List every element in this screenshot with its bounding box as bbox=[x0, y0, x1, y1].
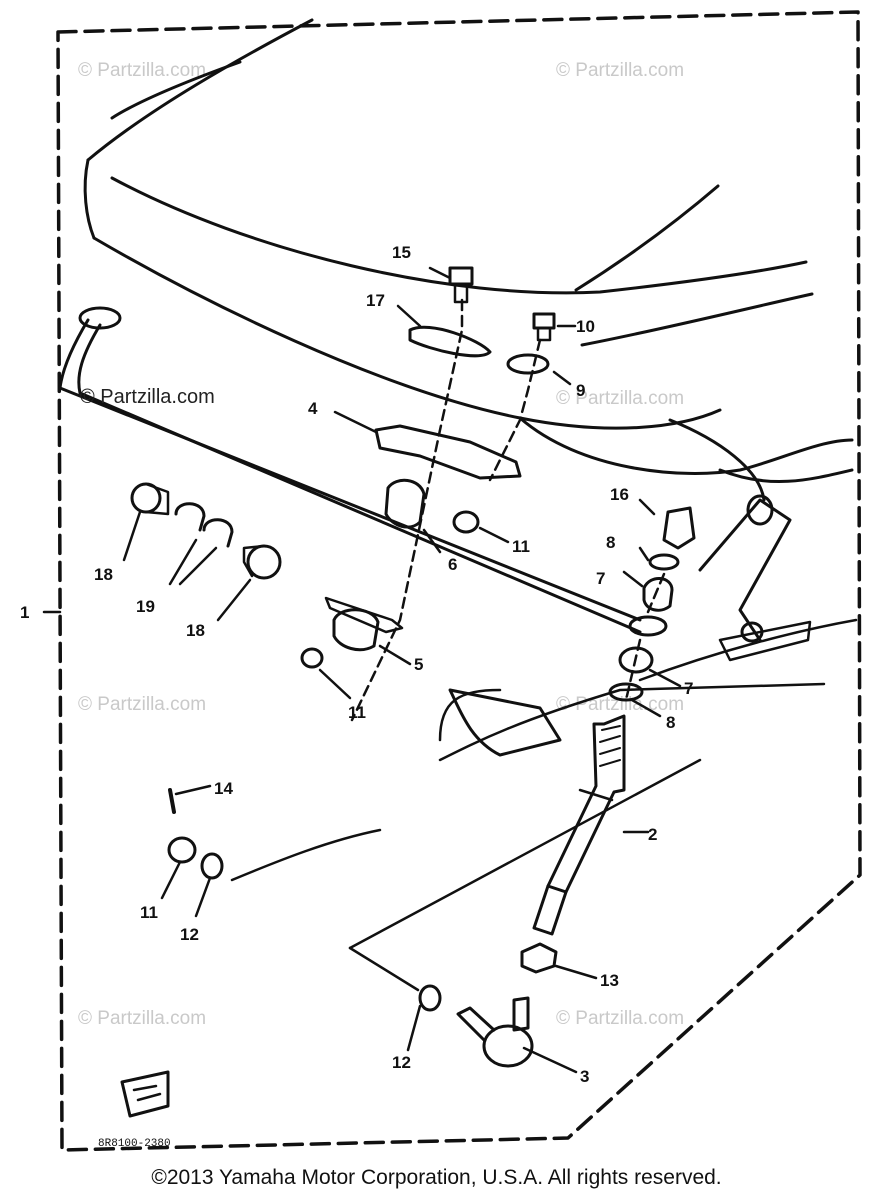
callout-18: 18 bbox=[94, 565, 113, 584]
ski-outline bbox=[438, 682, 826, 762]
watermark: © Partzilla.com bbox=[78, 694, 207, 715]
hood-outline bbox=[83, 158, 96, 240]
bar-eye bbox=[78, 306, 122, 330]
hood-outline bbox=[92, 236, 722, 430]
callout-19: 19 bbox=[136, 597, 155, 616]
bar-eye bbox=[628, 615, 668, 637]
callout-6: 6 bbox=[448, 555, 457, 574]
diagram-code: 8R8100-2380 bbox=[98, 1138, 171, 1150]
frame-line bbox=[348, 946, 420, 992]
frame-line bbox=[348, 758, 702, 950]
hood-outline bbox=[86, 18, 314, 162]
callout-12: 12 bbox=[180, 925, 199, 944]
assembly-boundary bbox=[56, 10, 862, 1152]
callout-7: 7 bbox=[596, 569, 605, 588]
watermark: © Partzilla.com bbox=[556, 60, 685, 81]
callout-10: 10 bbox=[576, 317, 595, 336]
brand-label: © Partzilla.com bbox=[80, 386, 215, 408]
hood-outline bbox=[110, 176, 808, 295]
copyright-notice: ©2013 Yamaha Motor Corporation, U.S.A. A… bbox=[151, 1166, 722, 1189]
callout-3: 3 bbox=[580, 1067, 589, 1086]
orientation-arrow-icon bbox=[120, 1070, 170, 1118]
callout-11: 11 bbox=[348, 703, 366, 722]
hood-outline bbox=[110, 60, 242, 120]
callout-9: 9 bbox=[576, 381, 585, 400]
callout-8: 8 bbox=[666, 713, 675, 732]
callout-12: 12 bbox=[392, 1053, 411, 1072]
callout-8: 8 bbox=[606, 533, 615, 552]
stud bbox=[546, 714, 626, 894]
callout-11: 11 bbox=[140, 903, 158, 922]
callout-16: 16 bbox=[610, 485, 629, 504]
callout-5: 5 bbox=[414, 655, 423, 674]
stabilizer-bar bbox=[58, 318, 642, 622]
hood-outline bbox=[580, 292, 814, 347]
ski-outline bbox=[638, 618, 858, 682]
watermark: © Partzilla.com bbox=[556, 388, 685, 409]
hood-outline bbox=[718, 468, 854, 484]
callout-15: 15 bbox=[392, 243, 411, 262]
ski-outline bbox=[438, 688, 502, 742]
ski-outline bbox=[448, 688, 562, 757]
callout-7: 7 bbox=[684, 679, 693, 698]
stabilizer-bar bbox=[77, 323, 642, 634]
callout-18: 18 bbox=[186, 621, 205, 640]
callout-1: 1 bbox=[20, 603, 29, 622]
ski-outline bbox=[718, 620, 812, 662]
callout-14: 14 bbox=[214, 779, 233, 798]
hood-outline bbox=[574, 184, 720, 292]
callout-17: 17 bbox=[366, 291, 385, 310]
callout-4: 4 bbox=[308, 399, 318, 418]
callout-13: 13 bbox=[600, 971, 619, 990]
watermark: © Partzilla.com bbox=[78, 60, 207, 81]
watermark: © Partzilla.com bbox=[78, 1008, 207, 1029]
frame-line bbox=[230, 828, 382, 882]
callout-2: 2 bbox=[648, 825, 657, 844]
steering-arm bbox=[698, 498, 792, 642]
hood-outline bbox=[668, 418, 766, 502]
callout-11: 11 bbox=[512, 537, 530, 556]
watermark: © Partzilla.com bbox=[556, 1008, 685, 1029]
